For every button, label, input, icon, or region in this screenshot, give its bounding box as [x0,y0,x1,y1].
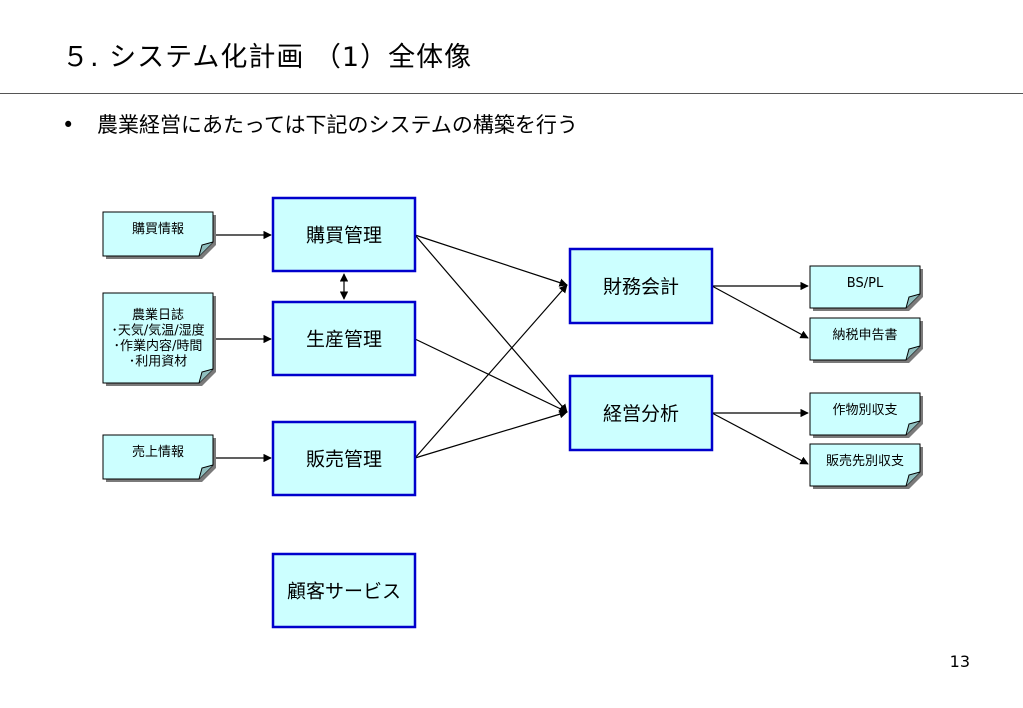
document-fold [198,464,214,480]
system-box-shape [271,552,417,629]
system-box-sys-production: 生産管理 [271,300,417,377]
document-box-out-crop: 作物別収支 [809,392,923,438]
document-text-line: 売上情報 [132,444,184,460]
arrow-sys_analysis-to-out_buyer [711,412,809,465]
system-box-label: 生産管理 [306,329,382,351]
document-text-line: 購買情報 [132,222,184,237]
system-box-shape [568,374,714,452]
document-fold [905,345,921,361]
document-fold [905,293,921,309]
document-box-out-tax: 納税申告書 [809,317,923,363]
document-text-line: ･天気/気温/湿度 [111,323,204,339]
document-text-line: 販売先別収支 [826,453,904,469]
arrow-sys_sales-to-sys_finance [414,284,568,459]
title-divider [0,93,1023,94]
system-box-label: 経営分析 [603,403,679,425]
bullet-item: • 農業経営にあたっては下記のシステムの構築を行う [62,110,578,140]
arrow-sys_purchase-to-sys_analysis [414,234,568,413]
arrow-sys_sales-to-sys_analysis [414,410,568,459]
document-text-line: 作物別収支 [832,403,897,418]
system-box-shape [271,420,417,497]
page-number: 13 [949,652,970,671]
bullet-dot: • [62,113,75,137]
document-text-line: 納税申告書 [832,328,897,343]
system-box-label: 販売管理 [306,449,382,471]
system-box-sys-sales: 販売管理 [271,420,417,497]
slide-title: ５. システム化計画 （1）全体像 [62,42,473,73]
system-box-sys-customer: 顧客サービス [271,552,417,629]
system-box-sys-analysis: 経営分析 [568,374,714,452]
system-box-label: 財務会計 [603,276,679,298]
arrow-sys_finance-to-out_tax [711,285,809,339]
system-box-sys-purchase: 購買管理 [271,196,417,273]
document-text-line: ･利用資材 [129,355,188,370]
document-fold [905,420,921,436]
document-fold [905,471,921,487]
system-box-sys-finance: 財務会計 [568,247,714,325]
document-text-line: ･作業内容/時間 [114,338,203,354]
document-fold [198,368,214,384]
document-box-in-farm: 農業日誌･天気/気温/湿度･作業内容/時間･利用資材 [102,292,216,386]
document-text-line: 農業日誌 [132,307,184,323]
document-box-out-buyer: 販売先別収支 [809,443,923,489]
document-text-line: BS/PL [847,276,884,291]
bullet-text: 農業経営にあたっては下記のシステムの構築を行う [97,113,578,137]
arrow-sys_purchase-to-sys_finance [414,234,568,287]
system-box-shape [568,247,714,325]
document-box-in-purchase: 購買情報 [102,211,216,259]
system-box-shape [271,300,417,377]
system-box-shape [271,196,417,273]
system-box-label: 顧客サービス [287,581,401,603]
arrow-sys_production-to-sys_analysis [414,338,568,413]
document-fold [198,241,214,257]
system-box-label: 購買管理 [306,225,382,247]
document-box-in-sales: 売上情報 [102,434,216,482]
document-box-out-bspl: BS/PL [809,265,923,311]
